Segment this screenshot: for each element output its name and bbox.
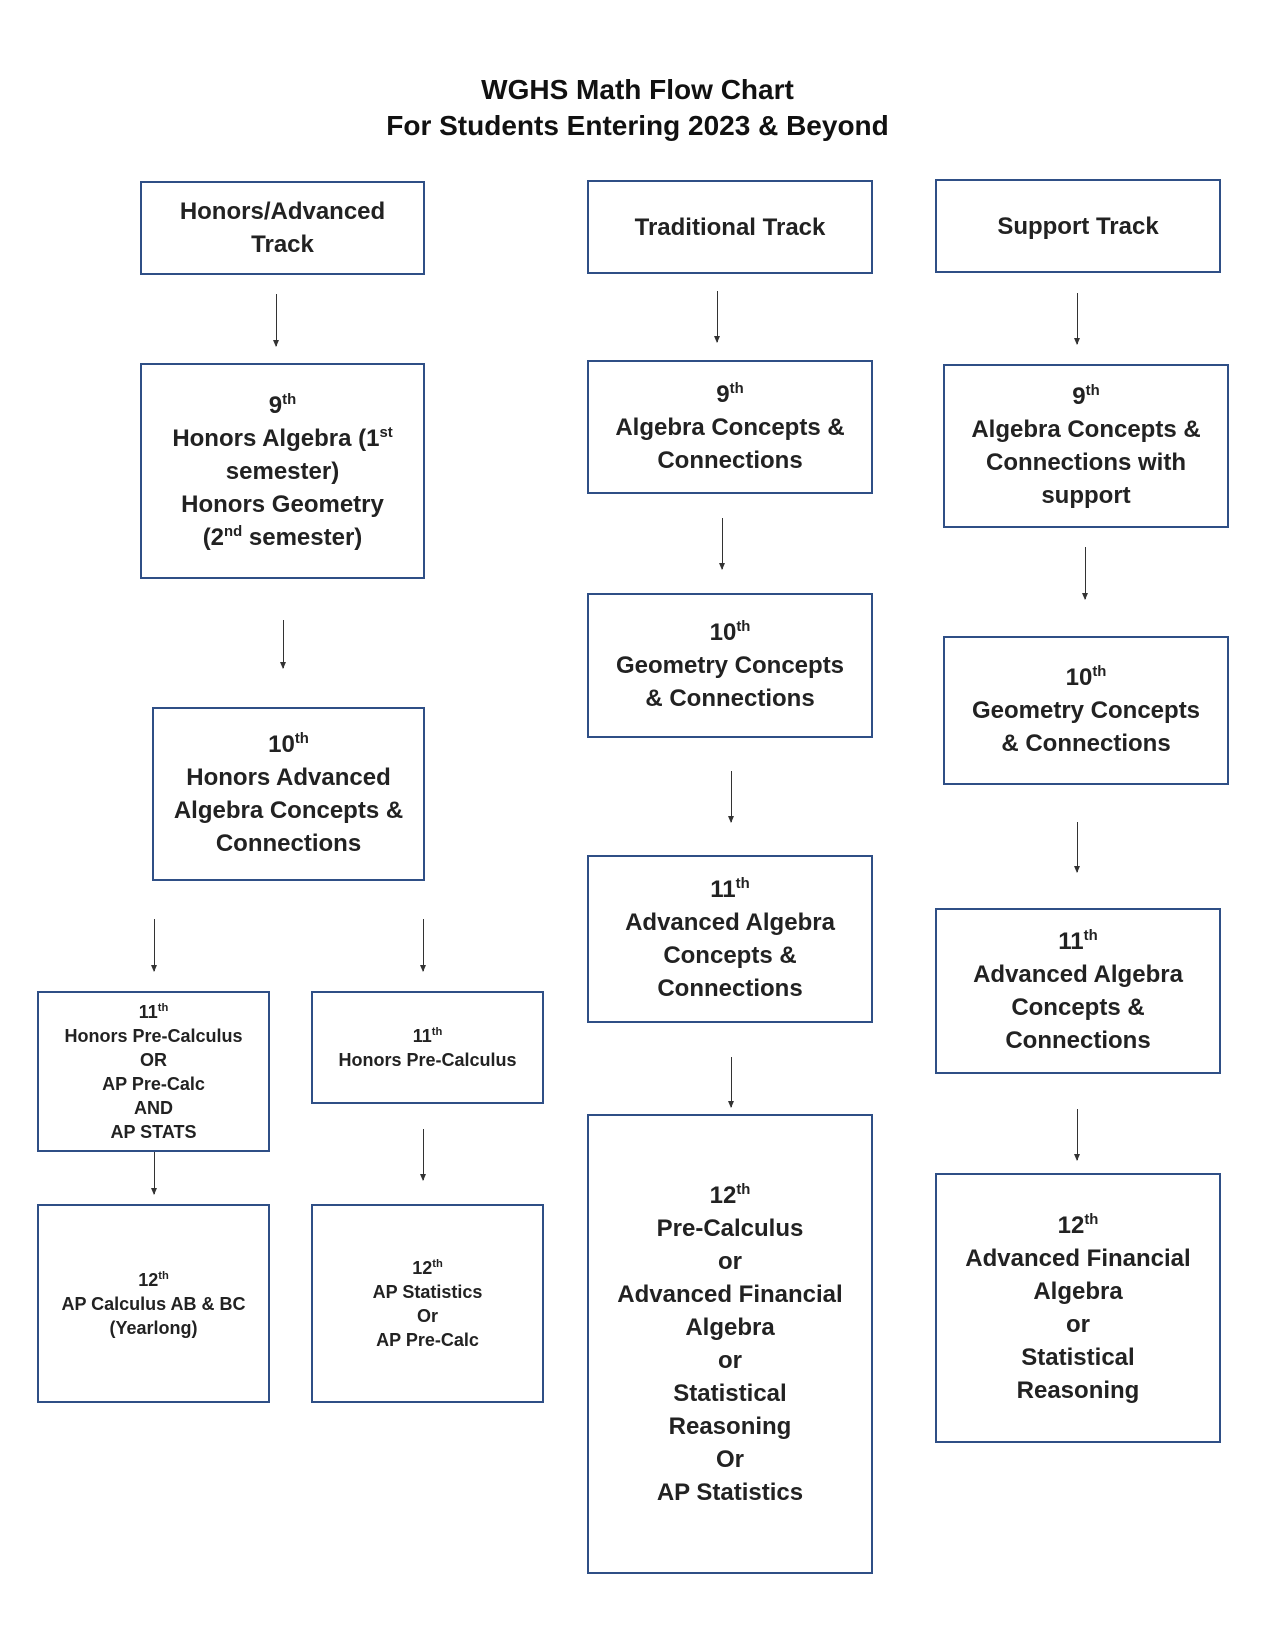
course-line: Algebra Concepts & bbox=[971, 416, 1201, 443]
course-line: Or bbox=[416, 1305, 438, 1326]
course-line: Advanced Financial bbox=[617, 1281, 843, 1308]
grade-label: 10th bbox=[1065, 664, 1107, 691]
arrow-down bbox=[420, 919, 426, 972]
course-line: Geometry Concepts bbox=[971, 697, 1201, 724]
course-line: Honors Geometry bbox=[181, 490, 384, 518]
course-line: Honors Advanced bbox=[186, 764, 391, 791]
arrow-down bbox=[1082, 547, 1088, 600]
course-line: Connections bbox=[1005, 1027, 1151, 1054]
course-line: Reasoning bbox=[668, 1413, 792, 1440]
honors-track-header: Honors/Advanced Track bbox=[140, 181, 425, 275]
grade-label: 10th bbox=[268, 731, 309, 758]
course-line: Honors Pre-Calculus bbox=[338, 1049, 517, 1070]
arrow-down bbox=[280, 620, 286, 669]
course-line: Concepts & bbox=[663, 942, 797, 969]
grade-label: 11th bbox=[710, 876, 750, 903]
course-line: Advanced Financial bbox=[965, 1245, 1191, 1272]
grade-label: 9th bbox=[268, 391, 297, 419]
course-line: or bbox=[718, 1248, 742, 1275]
arrow-down bbox=[1074, 293, 1080, 345]
course-line: semester) bbox=[225, 457, 340, 485]
arrow-down bbox=[714, 291, 720, 343]
course-line: Algebra Concepts & bbox=[173, 797, 404, 824]
arrow-down bbox=[728, 771, 734, 823]
course-line: Connections bbox=[657, 975, 803, 1002]
traditional-grade11-box: 11th Advanced Algebra Concepts & Connect… bbox=[587, 855, 873, 1023]
course-line: AP Statistics bbox=[372, 1281, 483, 1302]
grade-label: 9th bbox=[1072, 383, 1100, 410]
course-line: AP Calculus AB & BC bbox=[61, 1293, 246, 1314]
chart-subtitle: For Students Entering 2023 & Beyond bbox=[386, 110, 889, 141]
course-line: AP Pre-Calc bbox=[376, 1329, 479, 1350]
course-line: or bbox=[1066, 1311, 1090, 1338]
grade-label: 12th bbox=[709, 1182, 751, 1209]
support-grade12-box: 12th Advanced Financial Algebra or Stati… bbox=[935, 1173, 1221, 1443]
honors-grade12-left-box: 12th AP Calculus AB & BC (Yearlong) bbox=[37, 1204, 270, 1403]
course-line: Algebra Concepts & bbox=[615, 413, 845, 441]
course-line: Or bbox=[715, 1446, 744, 1473]
course-line: Statistical bbox=[1021, 1344, 1135, 1371]
course-line: AP Pre-Calc bbox=[102, 1073, 205, 1094]
course-line: & Connections bbox=[645, 685, 815, 712]
arrow-down bbox=[1074, 822, 1080, 873]
course-line: AND bbox=[134, 1097, 173, 1118]
support-track-header: Support Track bbox=[935, 179, 1221, 273]
arrow-down bbox=[420, 1129, 426, 1181]
course-line: & Connections bbox=[1001, 730, 1171, 757]
arrow-down bbox=[728, 1057, 734, 1108]
course-line: AP STATS bbox=[110, 1121, 197, 1142]
support-grade10-box: 10th Geometry Concepts & Connections bbox=[943, 636, 1229, 785]
support-grade9-box: 9th Algebra Concepts & Connections with … bbox=[943, 364, 1229, 528]
grade-label: 11th bbox=[1058, 928, 1098, 955]
grade-label: 12th bbox=[1057, 1212, 1099, 1239]
arrow-down bbox=[273, 294, 279, 347]
course-line: Geometry Concepts bbox=[615, 652, 845, 679]
support-grade11-box: 11th Advanced Algebra Concepts & Connect… bbox=[935, 908, 1221, 1074]
course-line: Reasoning bbox=[1016, 1377, 1140, 1404]
traditional-track-header: Traditional Track bbox=[587, 180, 873, 274]
honors-header-line2: Track bbox=[251, 231, 314, 258]
arrow-down bbox=[151, 919, 157, 972]
arrow-down bbox=[1074, 1109, 1080, 1161]
course-line: Connections bbox=[657, 446, 803, 474]
honors-grade11-right-box: 11th Honors Pre-Calculus bbox=[311, 991, 544, 1104]
grade-label: 10th bbox=[709, 619, 751, 646]
course-line: Honors Algebra (1st bbox=[172, 424, 393, 452]
grade-label: 11th bbox=[412, 1025, 443, 1046]
traditional-grade12-box: 12th Pre-Calculus or Advanced Financial … bbox=[587, 1114, 873, 1574]
course-line: Statistical bbox=[673, 1380, 787, 1407]
course-line: (Yearlong) bbox=[109, 1317, 198, 1338]
course-line: Pre-Calculus bbox=[656, 1215, 804, 1242]
course-line: Advanced Algebra bbox=[625, 909, 835, 936]
traditional-grade10-box: 10th Geometry Concepts & Connections bbox=[587, 593, 873, 738]
course-line: Concepts & bbox=[1011, 994, 1145, 1021]
chart-title: WGHS Math Flow Chart bbox=[481, 74, 794, 105]
grade-label: 11th bbox=[138, 1001, 169, 1022]
course-line: or bbox=[718, 1347, 742, 1374]
traditional-header-line1: Traditional Track bbox=[634, 213, 826, 241]
honors-grade9-box: 9th Honors Algebra (1st semester) Honors… bbox=[140, 363, 425, 579]
grade-label: 12th bbox=[138, 1269, 169, 1290]
course-line: (2nd semester) bbox=[202, 523, 363, 551]
support-header-line1: Support Track bbox=[997, 212, 1159, 240]
honors-header-line1: Honors/Advanced bbox=[179, 198, 386, 225]
course-line: Honors Pre-Calculus bbox=[64, 1025, 243, 1046]
course-line: Connections bbox=[215, 830, 362, 857]
arrow-down bbox=[151, 1152, 157, 1195]
grade-label: 12th bbox=[412, 1257, 443, 1278]
honors-grade12-right-box: 12th AP Statistics Or AP Pre-Calc bbox=[311, 1204, 544, 1403]
grade-label: 9th bbox=[716, 380, 744, 408]
arrow-down bbox=[719, 518, 725, 570]
traditional-grade9-box: 9th Algebra Concepts & Connections bbox=[587, 360, 873, 494]
course-line: Algebra bbox=[685, 1314, 775, 1341]
honors-grade10-box: 10th Honors Advanced Algebra Concepts & … bbox=[152, 707, 425, 881]
course-line: Algebra bbox=[1033, 1278, 1123, 1305]
honors-grade11-left-box: 11th Honors Pre-Calculus OR AP Pre-Calc … bbox=[37, 991, 270, 1152]
course-line: Advanced Algebra bbox=[973, 961, 1183, 988]
course-line: Connections with bbox=[986, 449, 1186, 476]
course-line: support bbox=[1041, 482, 1131, 509]
course-line: AP Statistics bbox=[656, 1479, 804, 1506]
course-line: OR bbox=[140, 1049, 167, 1070]
